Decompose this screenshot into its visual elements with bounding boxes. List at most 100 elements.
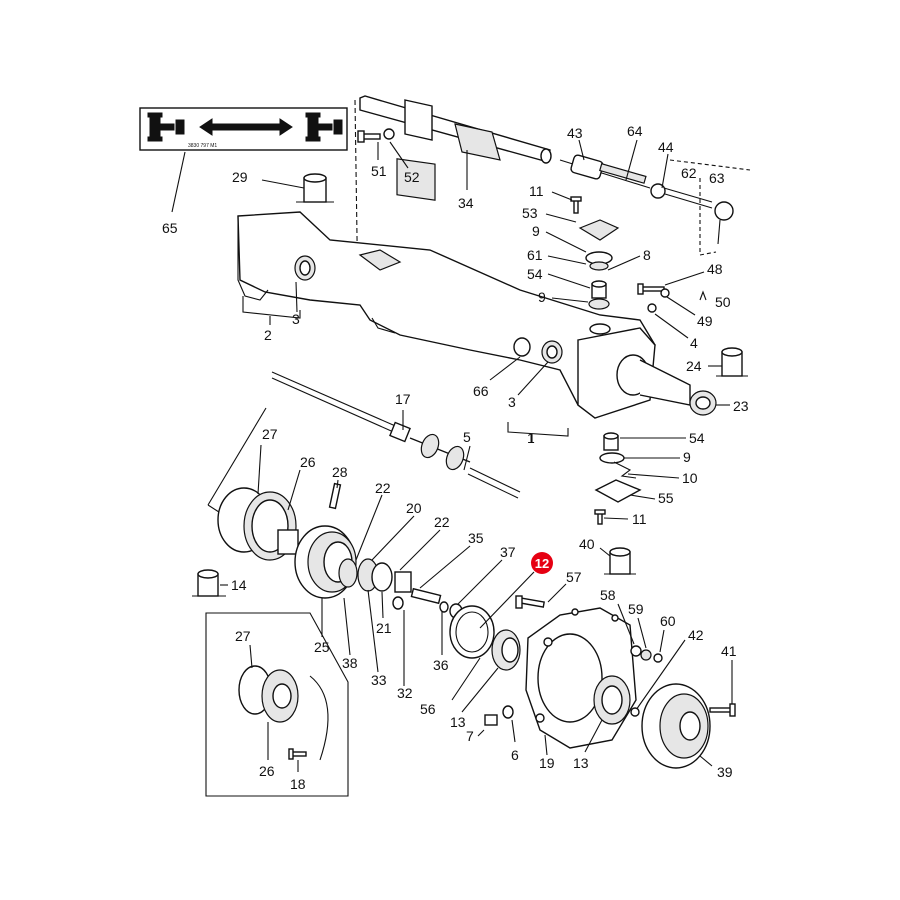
label-43: 43 xyxy=(567,125,583,141)
label-25: 25 xyxy=(314,639,330,655)
label-22b: 22 xyxy=(434,514,450,530)
washer-part-58[interactable] xyxy=(630,645,642,657)
label-21: 21 xyxy=(376,620,392,636)
label-19: 19 xyxy=(539,755,555,771)
sun-gear-part-26[interactable] xyxy=(243,491,299,561)
stud-part-42[interactable] xyxy=(630,707,640,717)
pin-part-54-upper[interactable] xyxy=(588,280,610,310)
cap-part-53[interactable] xyxy=(578,219,620,241)
label-9b: 9 xyxy=(538,289,546,305)
decal-part-65[interactable]: 3830 797 M1 xyxy=(139,107,348,151)
washer-part-32[interactable] xyxy=(392,596,404,610)
label-42: 42 xyxy=(688,627,704,643)
shim-part-9-lower[interactable] xyxy=(599,452,625,464)
label-24: 24 xyxy=(686,358,702,374)
label-32: 32 xyxy=(397,685,413,701)
label-18: 18 xyxy=(290,776,306,792)
washer-part-52[interactable] xyxy=(383,128,395,140)
highlight-part-12[interactable]: 12 xyxy=(531,552,553,574)
label-13b: 13 xyxy=(573,755,589,771)
pin-part-35-36[interactable] xyxy=(410,587,449,613)
label-26a: 26 xyxy=(300,454,316,470)
label-40: 40 xyxy=(579,536,595,552)
bolt-part-57[interactable] xyxy=(515,595,545,609)
label-59: 59 xyxy=(628,601,644,617)
label-35: 35 xyxy=(468,530,484,546)
label-8: 8 xyxy=(643,247,651,263)
label-27a: 27 xyxy=(262,426,278,442)
nut-part-60[interactable] xyxy=(653,653,663,663)
label-61: 61 xyxy=(527,247,543,263)
label-11a: 11 xyxy=(529,183,544,199)
label-41: 41 xyxy=(721,643,737,659)
label-29: 29 xyxy=(232,169,248,185)
label-23: 23 xyxy=(733,398,749,414)
label-54b: 54 xyxy=(689,430,705,446)
label-20: 20 xyxy=(406,500,422,516)
highlight-circle xyxy=(531,552,553,574)
spring-part-61[interactable] xyxy=(589,261,609,271)
hub-part-19[interactable] xyxy=(525,607,637,749)
washer-part-49[interactable] xyxy=(660,288,670,298)
label-9a: 9 xyxy=(532,223,540,239)
bushing-part-14[interactable] xyxy=(192,569,226,597)
label-33: 33 xyxy=(371,672,387,688)
nut-part-4[interactable] xyxy=(647,303,657,313)
bolt-part-51[interactable] xyxy=(357,130,381,143)
label-52: 52 xyxy=(404,169,420,185)
cap-part-6-7[interactable] xyxy=(484,705,514,726)
gasket-part-10[interactable] xyxy=(613,461,637,479)
decal-code: 3830 797 M1 xyxy=(188,143,217,149)
bolt-part-11-upper[interactable] xyxy=(570,196,582,214)
label-48: 48 xyxy=(707,261,723,277)
bearing-part-13-inner[interactable] xyxy=(491,629,521,671)
label-51: 51 xyxy=(371,163,387,179)
label-28: 28 xyxy=(332,464,348,480)
label-9c: 9 xyxy=(683,449,691,465)
planet-gears-part-22-33-21[interactable] xyxy=(338,558,393,592)
axle-housing[interactable] xyxy=(237,211,717,419)
shaft-part-20[interactable] xyxy=(394,571,412,593)
label-11b: 11 xyxy=(632,511,647,527)
label-17: 17 xyxy=(395,391,411,407)
bushing-part-40[interactable] xyxy=(604,547,636,575)
label-39: 39 xyxy=(717,764,733,780)
label-60: 60 xyxy=(660,613,676,629)
label-53: 53 xyxy=(522,205,538,221)
label-36: 36 xyxy=(433,657,449,673)
label-14: 14 xyxy=(231,577,247,593)
label-56: 56 xyxy=(420,701,436,717)
label-5: 5 xyxy=(463,429,471,445)
label-27b: 27 xyxy=(235,628,251,644)
label-7: 7 xyxy=(466,728,474,744)
label-50: 50 xyxy=(715,294,731,310)
label-10: 10 xyxy=(682,470,698,486)
label-4: 4 xyxy=(690,335,698,351)
seal-part-56[interactable] xyxy=(449,605,495,659)
bolt-part-18[interactable] xyxy=(288,748,307,760)
bushing-part-29[interactable] xyxy=(296,173,334,203)
label-44: 44 xyxy=(658,139,674,155)
label-3a: 3 xyxy=(292,311,300,327)
label-58: 58 xyxy=(600,587,616,603)
washer-part-59[interactable] xyxy=(640,649,652,661)
label-64: 64 xyxy=(627,123,643,139)
tie-rod-assembly[interactable] xyxy=(559,154,734,245)
inset-view xyxy=(205,612,349,797)
label-22a: 22 xyxy=(375,480,391,496)
plate-part-55[interactable] xyxy=(594,479,642,503)
brake-drum-part-39[interactable] xyxy=(641,683,711,769)
label-54a: 54 xyxy=(527,266,543,282)
drive-shaft[interactable] xyxy=(271,371,521,499)
pin-part-54-lower[interactable] xyxy=(603,432,619,451)
label-34: 34 xyxy=(458,195,474,211)
steering-cylinder[interactable] xyxy=(359,95,552,201)
bushing-part-24[interactable] xyxy=(716,347,748,377)
bolt-part-48[interactable] xyxy=(637,283,665,295)
pin-part-28[interactable] xyxy=(328,482,342,510)
bolt-part-11-lower[interactable] xyxy=(594,509,606,525)
clip-part-50[interactable] xyxy=(699,290,707,301)
bolt-part-41[interactable] xyxy=(709,703,736,717)
gear-part-26-inset[interactable] xyxy=(261,669,299,723)
